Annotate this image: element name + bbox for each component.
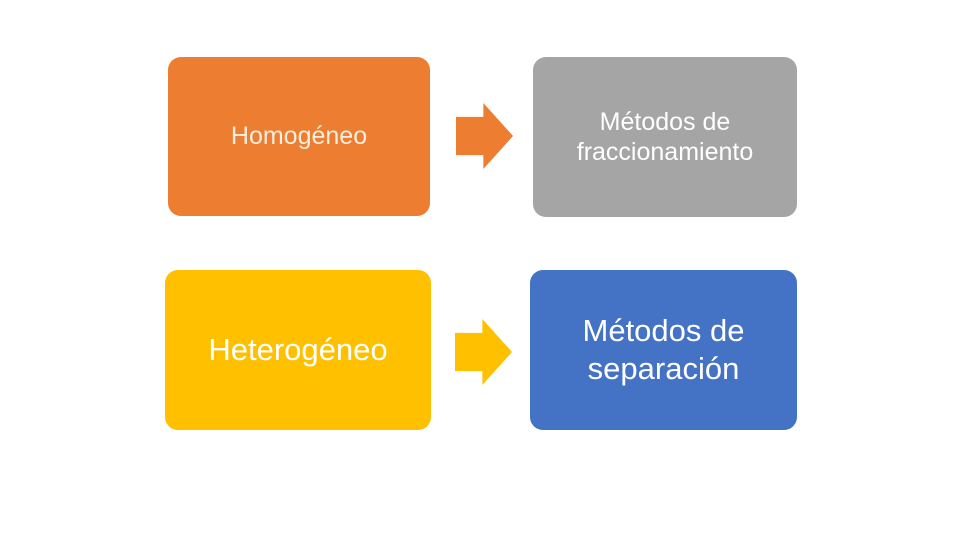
shape-heterogeneo: Heterogéneo <box>165 270 431 430</box>
right-arrow-icon <box>456 103 513 169</box>
shape-homogeneo: Homogéneo <box>168 57 430 216</box>
label-line: fraccionamiento <box>576 138 754 166</box>
shape-metodos-separacion: Métodos de separación <box>530 270 797 430</box>
label-line: Métodos de <box>599 107 731 136</box>
shape-metodos-separacion-label: Métodos de separación <box>530 312 797 388</box>
shape-heterogeneo-label: Heterogéneo <box>208 332 388 368</box>
right-arrow-icon <box>455 319 512 385</box>
shape-metodos-fraccionamiento-label: Métodos de fraccionamiento <box>533 107 797 168</box>
shape-homogeneo-label: Homogéneo <box>230 122 368 151</box>
label-line: Métodos de <box>582 313 745 349</box>
label-line: separación <box>587 351 740 386</box>
shape-metodos-fraccionamiento: Métodos de fraccionamiento <box>533 57 797 217</box>
